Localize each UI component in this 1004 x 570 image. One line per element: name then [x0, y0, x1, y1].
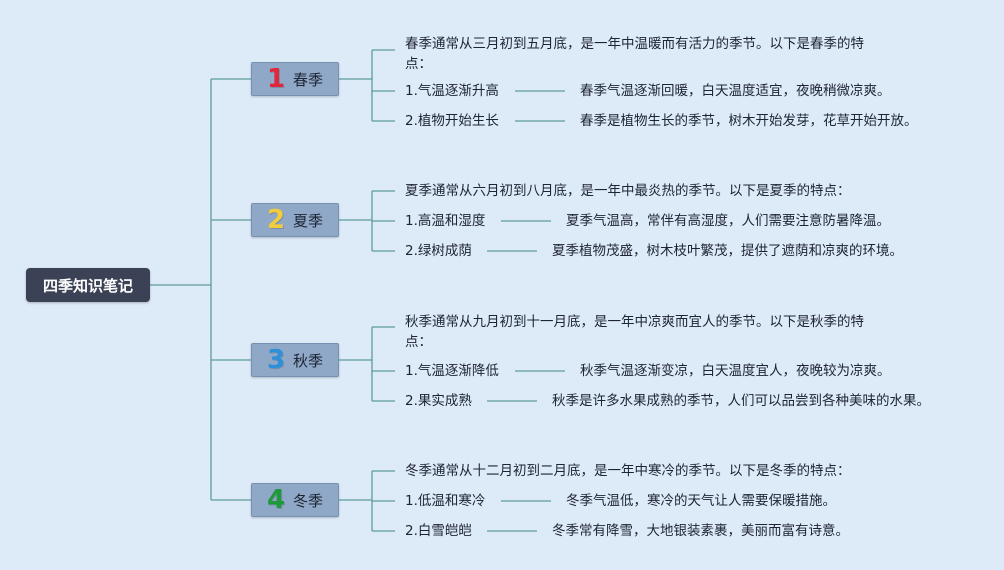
spring-point-1-desc: 春季气温逐渐回暖，白天温度适宜，夜晚稍微凉爽。 — [580, 83, 891, 99]
summer-point-2-desc: 夏季植物茂盛，树木枝叶繁茂，提供了遮荫和凉爽的环境。 — [552, 243, 903, 259]
autumn-intro: 秋季通常从九月初到十一月底，是一年中凉爽而宜人的季节。以下是秋季的特点： — [405, 314, 864, 350]
autumn-point-2-desc: 秋季是许多水果成熟的季节，人们可以品尝到各种美味的水果。 — [552, 393, 930, 409]
winter-point-2-title: 2.白雪皑皑 — [405, 523, 472, 539]
autumn-point-2-title: 2.果实成熟 — [405, 393, 472, 409]
winter-intro: 冬季通常从十二月初到二月底，是一年中寒冷的季节。以下是冬季的特点： — [405, 463, 851, 479]
autumn-point-1-desc: 秋季气温逐渐变凉，白天温度宜人，夜晚较为凉爽。 — [580, 363, 891, 379]
season-number: 4 — [266, 485, 286, 515]
season-node-autumn[interactable]: 3 秋季 — [251, 343, 339, 377]
root-label: 四季知识笔记 — [42, 276, 133, 295]
season-label: 冬季 — [293, 491, 324, 510]
spring-point-2-desc: 春季是植物生长的季节，树木开始发芽，花草开始开放。 — [580, 113, 918, 129]
season-node-spring[interactable]: 1 春季 — [251, 62, 339, 96]
summer-point-1-title: 1.高温和湿度 — [405, 213, 486, 229]
summer-intro: 夏季通常从六月初到八月底，是一年中最炎热的季节。以下是夏季的特点： — [405, 183, 851, 199]
root-node[interactable]: 四季知识笔记 — [26, 268, 150, 302]
season-number: 3 — [266, 345, 286, 375]
spring-point-2-title: 2.植物开始生长 — [405, 113, 499, 129]
season-node-winter[interactable]: 4 冬季 — [251, 483, 339, 517]
winter-point-1-desc: 冬季气温低，寒冷的天气让人需要保暖措施。 — [566, 493, 836, 509]
summer-point-1-desc: 夏季气温高，常伴有高湿度，人们需要注意防暑降温。 — [566, 213, 890, 229]
season-number: 1 — [266, 64, 286, 94]
season-number: 2 — [266, 205, 286, 235]
season-node-summer[interactable]: 2 夏季 — [251, 203, 339, 237]
autumn-point-1-title: 1.气温逐渐降低 — [405, 363, 499, 379]
season-label: 春季 — [293, 70, 324, 89]
winter-point-2-desc: 冬季常有降雪，大地银装素裹，美丽而富有诗意。 — [552, 523, 849, 539]
season-label: 夏季 — [293, 211, 324, 230]
spring-point-1-title: 1.气温逐渐升高 — [405, 83, 499, 99]
season-label: 秋季 — [293, 351, 324, 370]
spring-intro: 春季通常从三月初到五月底，是一年中温暖而有活力的季节。以下是春季的特点： — [405, 36, 864, 72]
summer-point-2-title: 2.绿树成荫 — [405, 243, 472, 259]
winter-point-1-title: 1.低温和寒冷 — [405, 493, 486, 509]
